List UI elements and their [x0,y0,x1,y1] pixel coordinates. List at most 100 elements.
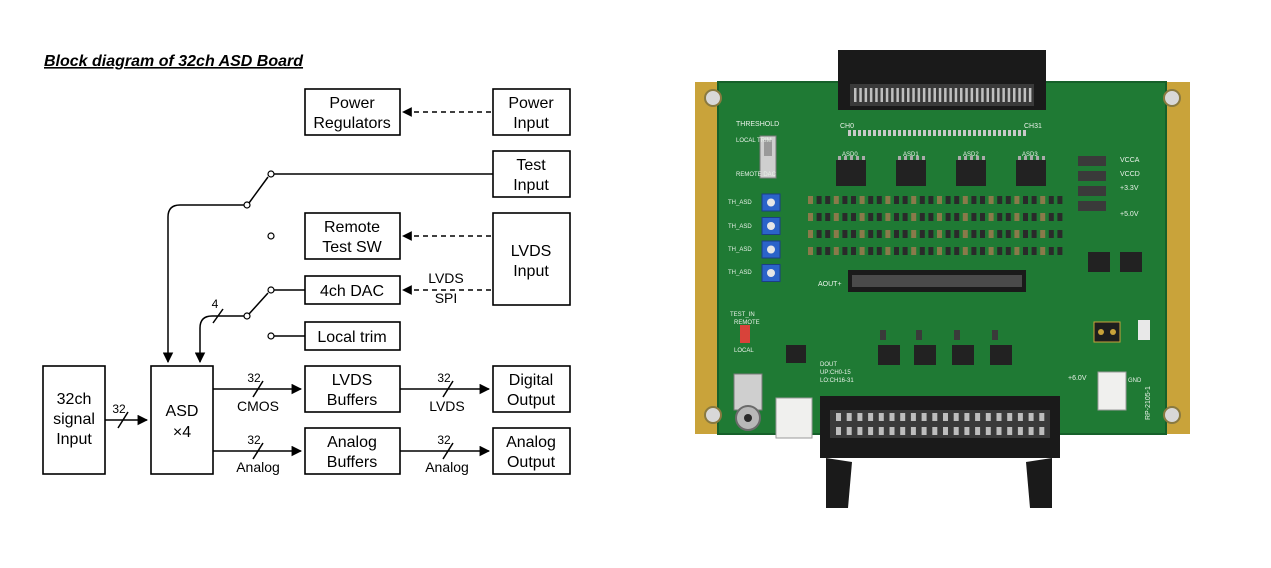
board-th-asd-0: TH_ASD [728,200,752,206]
signal-input-line1: 32ch [57,391,92,408]
dac-switch-arm [248,292,269,315]
board-vccd: VCCD [1120,171,1140,178]
analog-buffers-line2: Buffers [327,454,377,471]
test-switch [740,325,750,343]
remote-test-sw-line1: Remote [324,219,380,236]
remote-test-sw-line2: Test SW [322,239,382,256]
power-regulators-line1: Power [329,95,375,112]
board-dout: DOUT [820,362,837,368]
analog-slash-2 [442,442,454,460]
lvds-buffers-line2: Buffers [327,392,377,409]
mount-hole-icon [1163,406,1181,424]
power-input-block: Power Input [492,88,571,136]
board-aout: AOUT+ [818,281,842,288]
trimpots [761,193,781,282]
asd-chips [836,156,1046,186]
analog-buffers-block: Analog Buffers [304,427,401,475]
test-input-line2: Input [513,177,549,194]
board-vcca: VCCA [1120,157,1140,164]
dac-block: 4ch DAC [304,275,401,305]
asd-line2: ×4 [173,424,191,441]
latch-right [1026,458,1052,508]
analog-slash-1 [252,442,264,460]
lvds-spi-label1: LVDS [428,270,464,286]
cmos-label: CMOS [237,398,279,414]
dac-to-asd-wire [194,315,244,364]
test-input-block: Test Input [492,150,571,198]
board-dout-up: UP:CH0-15 [820,370,851,376]
analog-output-line2: Output [507,454,556,471]
board-asd1: ASD1 [903,152,919,158]
digital-output-line1: Digital [509,372,553,389]
board-remote-dac: REMOTE DAC [736,172,777,178]
board-threshold: THRESHOLD [736,121,779,128]
power-regulators-line2: Regulators [313,115,390,132]
mount-hole-icon [704,89,722,107]
lvds-buffers-block: LVDS Buffers [304,365,401,413]
bus-in-slash [117,411,129,429]
analog-count-1: 32 [247,433,261,447]
lvds-input-block: LVDS Input [492,212,571,306]
block-diagram: Block diagram of 32ch ASD Board Power Re… [42,53,571,475]
local-trim-label: Local trim [317,329,386,346]
board-ch0: CH0 [840,123,854,130]
remote-test-sw-block: Remote Test SW [304,212,401,260]
board-asd0: ASD0 [842,152,858,158]
board-th-asd-3: TH_ASD [728,270,752,276]
diagram-title: Block diagram of 32ch ASD Board [44,53,304,70]
bus-in-label: 32 [112,402,126,416]
board-asd3: ASD3 [1022,152,1038,158]
board-id: RP-2105-1 [1145,386,1152,420]
signal-input-block: 32ch signal Input [42,365,106,475]
board-ch31: CH31 [1024,123,1042,130]
lvds-input-line2: Input [513,263,549,280]
lvds-label: LVDS [429,398,465,414]
aux-connector [775,397,813,439]
test-input-line1: Test [516,157,546,174]
power-regulators-block: Power Regulators [304,88,401,136]
test-to-asd-wire [162,204,244,364]
analog-output-line1: Analog [506,434,556,451]
analog-buffers-line1: Analog [327,434,377,451]
board-local-trim: LOCAL TRIM [736,138,772,144]
board-remote: REMOTE [734,320,760,326]
test-input-connector [733,373,763,411]
board-asd2: ASD2 [963,152,979,158]
power-input-line1: Power [508,95,554,112]
board-th-asd-2: TH_ASD [728,247,752,253]
analog-label-1: Analog [236,459,280,475]
connector-pins [836,413,1045,435]
dac-label: 4ch DAC [320,283,384,300]
board-5v0: +5.0V [1120,211,1139,218]
board-local: LOCAL [734,348,754,354]
board-3v3: +3.3V [1120,185,1139,192]
board-th-asd-1: TH_ASD [728,224,752,230]
asd-block: ASD ×4 [150,365,214,475]
mount-hole-icon [1163,89,1181,107]
board-gnd: GND [1128,378,1142,384]
digital-output-block: Digital Output [492,365,571,413]
digital-output-line2: Output [507,392,556,409]
smd-component-rows [808,130,1063,255]
mount-hole-icon [704,406,722,424]
analog-label-2: Analog [425,459,469,475]
lvds-slash [442,380,454,398]
power-connector [1097,371,1127,411]
board-test-in: TEST_IN [730,312,755,318]
analog-count-2: 32 [437,433,451,447]
lvds-count: 32 [437,371,451,385]
latch-left [826,458,852,508]
test-switch-arm [248,176,269,204]
cmos-slash [252,380,264,398]
lvds-buffer-chips [786,330,1012,365]
connector-pins [854,88,1032,102]
signal-input-line2: signal [53,411,95,428]
analog-output-block: Analog Output [492,427,571,475]
lvds-buffers-line1: LVDS [332,372,373,389]
bus-4-label: 4 [212,297,219,311]
power-section [1078,156,1150,343]
lvds-input-line1: LVDS [511,243,552,260]
power-input-line2: Input [513,115,549,132]
cmos-count: 32 [247,371,261,385]
